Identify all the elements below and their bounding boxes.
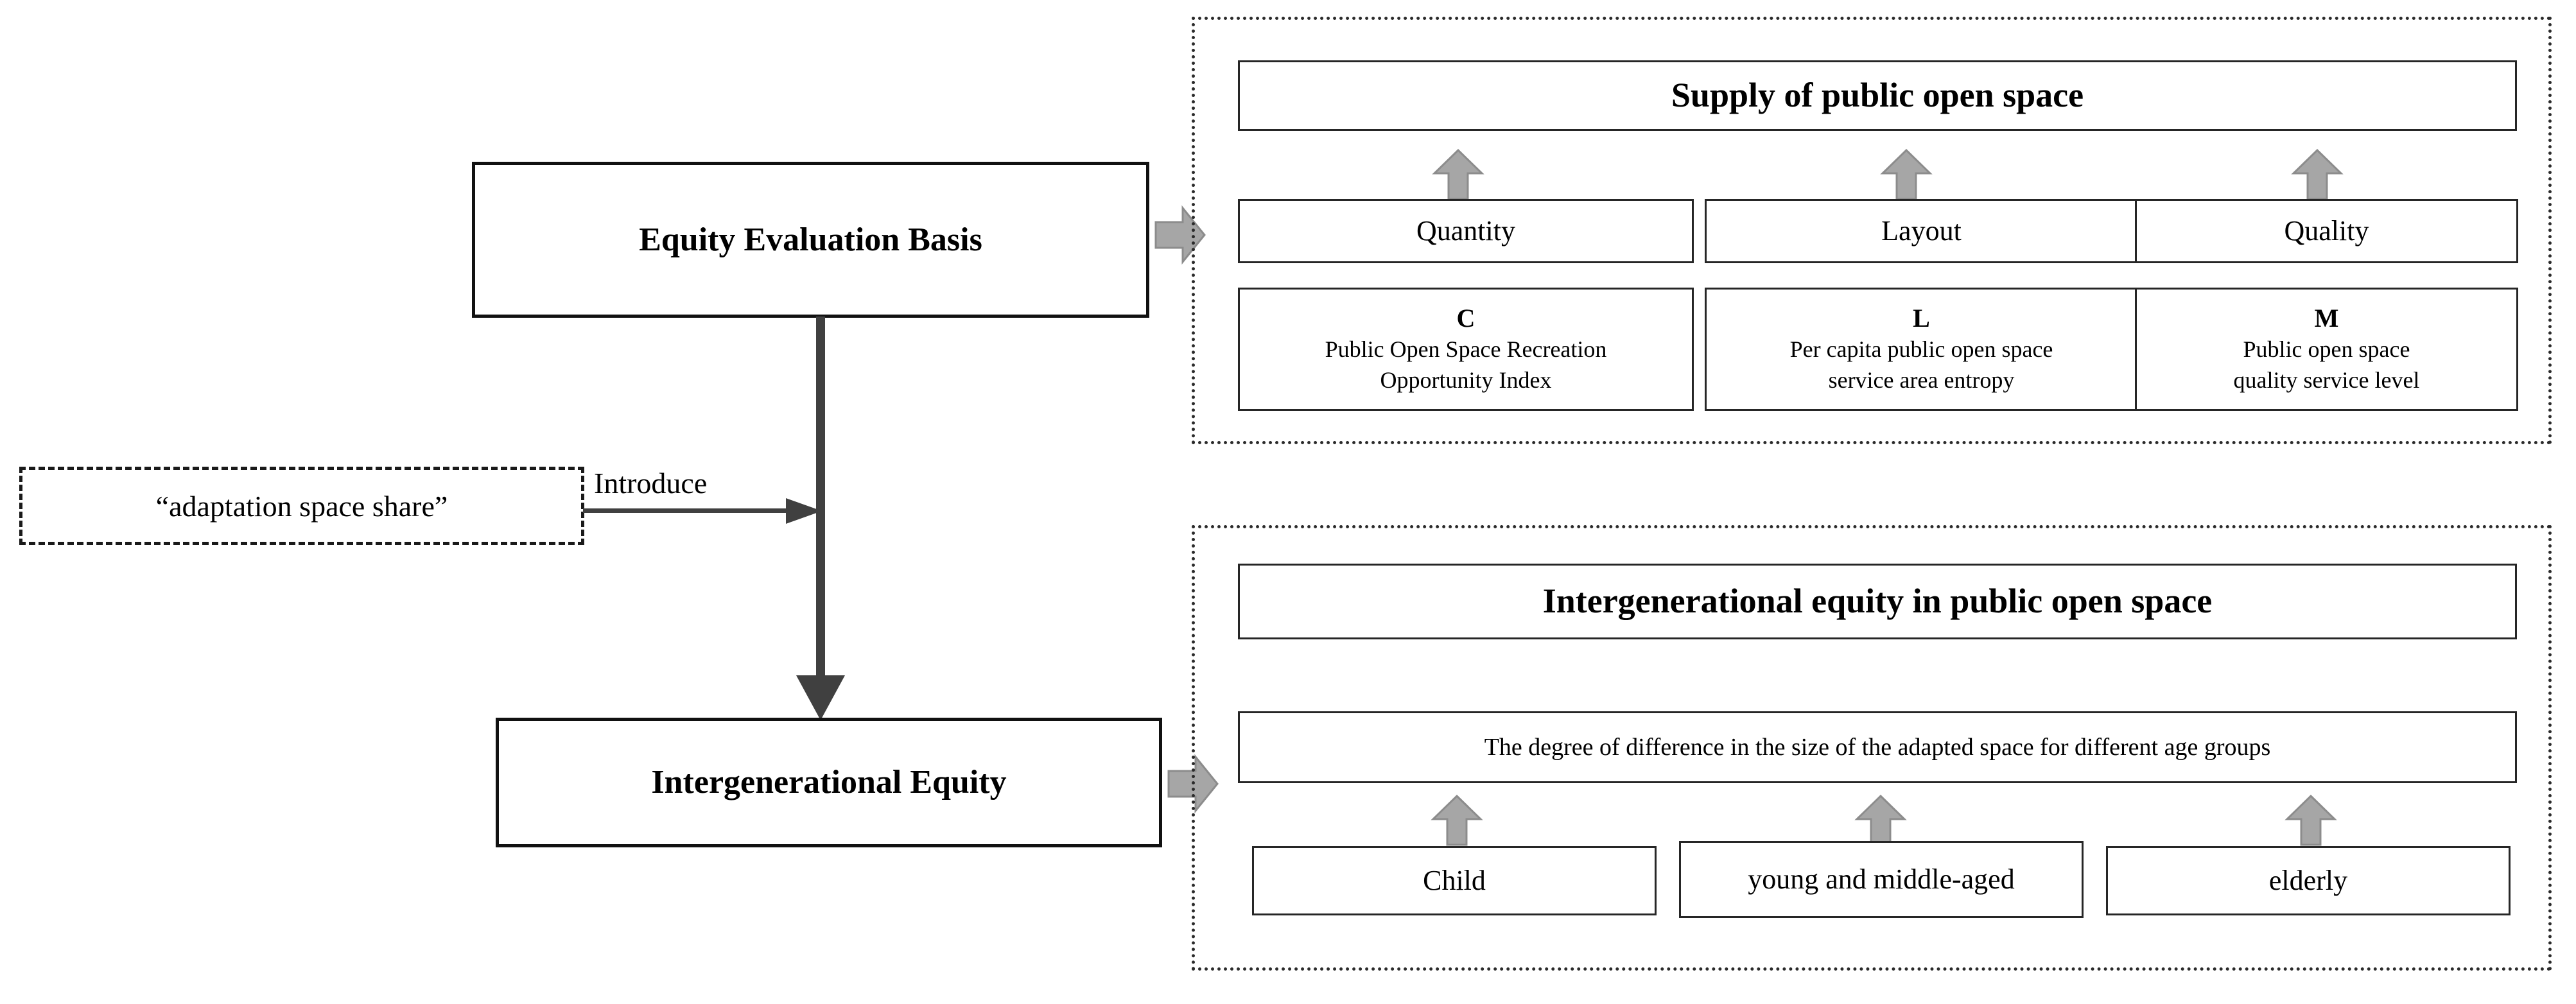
indicator-box-l[interactable]: L Per capita public open space service a… [1705, 288, 2138, 411]
equity-evaluation-basis-box[interactable]: Equity Evaluation Basis [472, 162, 1149, 318]
up-arrow-icon-quality [2291, 148, 2344, 200]
age-group-label: elderly [2268, 865, 2348, 897]
equity-criterion-box[interactable]: The degree of difference in the size of … [1238, 711, 2517, 783]
introduce-label: Introduce [594, 466, 708, 499]
indicator-code: C [1456, 303, 1475, 333]
age-group-box-child[interactable]: Child [1252, 846, 1657, 915]
indicator-box-c[interactable]: C Public Open Space Recreation Opportuni… [1238, 288, 1694, 411]
indicator-box-m[interactable]: M Public open space quality service leve… [2135, 288, 2518, 411]
indicator-desc-line1: Public Open Space Recreation [1325, 336, 1607, 362]
age-group-box-young-middle-aged[interactable]: young and middle-aged [1679, 841, 2084, 918]
equity-panel [1192, 525, 2552, 971]
supply-header-label: Supply of public open space [1671, 76, 2084, 115]
indicator-desc-line1: Public open space [2243, 336, 2410, 362]
up-arrow-icon-quantity [1432, 148, 1484, 200]
adaptation-space-share-box[interactable]: “adaptation space share” [19, 467, 584, 545]
dimension-label: Quantity [1416, 215, 1515, 247]
dimension-label: Layout [1881, 215, 1962, 247]
supply-panel [1192, 17, 2552, 444]
introduce-arrow-icon [785, 494, 824, 528]
equity-criterion-label: The degree of difference in the size of … [1484, 733, 2271, 761]
intergenerational-equity-box[interactable]: Intergenerational Equity [496, 718, 1162, 847]
indicator-desc-line2: service area entropy [1828, 367, 2015, 393]
equity-header-box[interactable]: Intergenerational equity in public open … [1238, 564, 2517, 639]
equity-evaluation-basis-label: Equity Evaluation Basis [639, 221, 982, 258]
age-group-label: young and middle-aged [1748, 863, 2015, 896]
supply-header-box[interactable]: Supply of public open space [1238, 60, 2517, 131]
introduce-connector-line [583, 508, 795, 513]
age-group-box-elderly[interactable]: elderly [2106, 846, 2511, 915]
up-arrow-icon-young-middle-aged [1854, 794, 1907, 846]
dimension-label: Quality [2284, 215, 2369, 247]
intergenerational-equity-label: Intergenerational Equity [651, 764, 1007, 801]
indicator-desc-line2: Opportunity Index [1380, 367, 1552, 393]
dimension-box-layout[interactable]: Layout [1705, 199, 2138, 263]
indicator-desc-line1: Per capita public open space [1789, 336, 2053, 362]
indicator-code: M [2314, 303, 2339, 333]
indicator-code: L [1913, 303, 1930, 333]
adaptation-space-share-label: “adaptation space share” [155, 489, 448, 523]
dimension-box-quantity[interactable]: Quantity [1238, 199, 1694, 263]
indicator-desc-line2: quality service level [2233, 367, 2420, 393]
age-group-label: Child [1423, 865, 1486, 897]
up-arrow-icon-layout [1880, 148, 1933, 200]
equity-header-label: Intergenerational equity in public open … [1542, 582, 2213, 621]
vertical-connector-line [816, 316, 825, 686]
up-arrow-icon-elderly [2284, 794, 2337, 846]
up-arrow-icon-child [1431, 794, 1483, 846]
dimension-box-quality[interactable]: Quality [2135, 199, 2518, 263]
down-arrow-icon [791, 674, 850, 723]
